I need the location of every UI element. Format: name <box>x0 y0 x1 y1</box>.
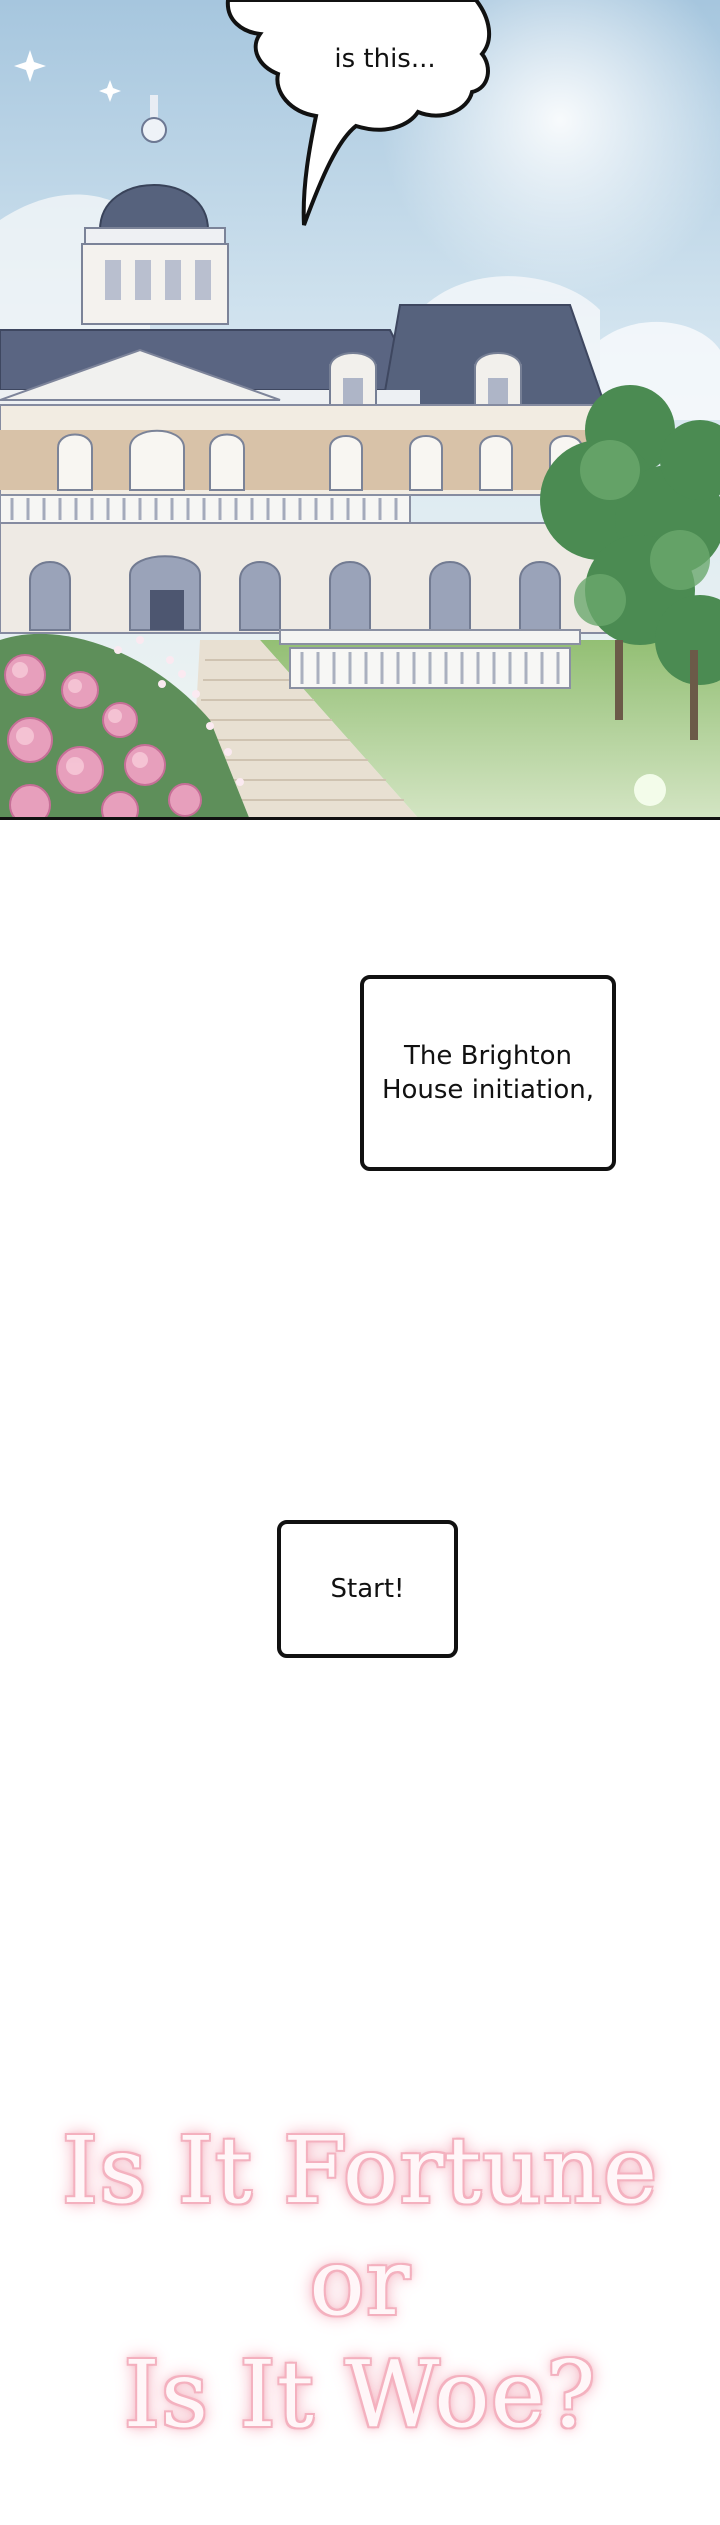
rose-bushes <box>0 633 249 817</box>
narration-box-start: Start! <box>277 1520 458 1658</box>
top-panel-illustration: is this... <box>0 0 720 820</box>
narration-text-brighton: The Brighton House initiation, <box>381 1041 595 1105</box>
title-line-3: Is It Woe? <box>123 2341 597 2448</box>
dome-tower <box>81 95 229 325</box>
sparkle-icon <box>14 50 121 102</box>
title-line-2: or <box>309 2229 411 2336</box>
series-title: Is It Fortune or Is It Woe? <box>0 2115 720 2515</box>
title-line-1: Is It Fortune <box>61 2117 659 2224</box>
speech-bubble-text: is this... <box>334 44 436 74</box>
speech-bubble <box>225 0 492 226</box>
narration-box-brighton: The Brighton House initiation, <box>360 975 616 1171</box>
mansion-scene <box>0 0 720 817</box>
narration-text-start: Start! <box>330 1574 405 1604</box>
